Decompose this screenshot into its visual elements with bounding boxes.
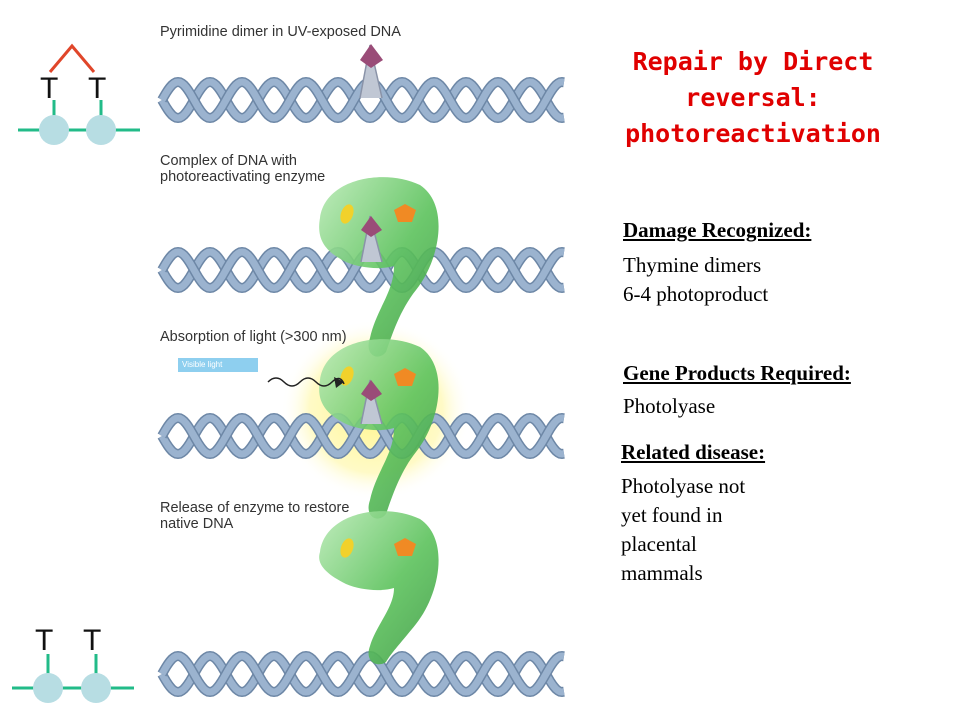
disease-line: Photolyase not <box>621 474 746 498</box>
panel-2-label: Complex of DNA with photoreactivating en… <box>160 153 326 185</box>
title-line-1: Repair by Direct <box>632 47 874 76</box>
gene-products-heading: Gene Products Required: <box>623 361 851 385</box>
pyrimidine-dimer-2 <box>360 215 383 263</box>
dna-helix-2 <box>157 246 565 294</box>
panel-4-label: Release of enzyme to restore native DNA <box>160 500 350 532</box>
panel-1-label: Pyrimidine dimer in UV-exposed DNA <box>160 24 401 40</box>
dimer-bond <box>48 43 96 73</box>
sugar-node <box>39 115 69 145</box>
photolyase-enzyme-3 <box>319 339 439 519</box>
visible-light-label: Visible light <box>178 358 258 372</box>
dna-strand <box>158 652 565 696</box>
sugar-node <box>33 673 63 703</box>
disease-text: Photolyase not yet found in placental ma… <box>621 472 745 588</box>
panel-3-label: Absorption of light (>300 nm) <box>160 329 347 345</box>
thymine-dimer-diagram-top: T T <box>18 43 140 145</box>
slide-title: Repair by Direct reversal: photoreactiva… <box>600 44 906 152</box>
sugar-node <box>81 673 111 703</box>
thymine-pair-diagram-bottom: T T <box>12 624 134 703</box>
disease-line: mammals <box>621 561 703 585</box>
arrow-head <box>334 377 344 388</box>
dna-strand <box>158 414 565 458</box>
pyrimidine-dimer-3 <box>360 379 383 425</box>
disease-heading: Related disease: <box>621 440 766 464</box>
damage-heading: Damage Recognized: <box>623 218 812 242</box>
title-line-2: reversal: <box>685 83 821 112</box>
thymine-label-1: T <box>35 624 53 657</box>
gene-product-item: Photolyase <box>623 394 716 418</box>
pyrimidine-dimer-1 <box>359 44 383 99</box>
sugar-node <box>86 115 116 145</box>
gene-products-list: Photolyase <box>623 392 715 421</box>
thymine-label-1: T <box>40 72 58 105</box>
damage-item: Thymine dimers <box>623 253 762 277</box>
damage-list: Thymine dimers 6-4 photoproduct <box>623 251 768 309</box>
photolyase-enzyme-2 <box>319 177 439 357</box>
photolyase-enzyme-4 <box>319 511 439 665</box>
dna-strand <box>158 248 565 292</box>
thymine-label-2: T <box>88 72 106 105</box>
damage-item: 6-4 photoproduct <box>623 282 769 306</box>
photoreactivation-illustration <box>157 44 565 698</box>
title-line-3: photoreactivation <box>625 119 881 148</box>
light-wave-arrow <box>267 377 345 387</box>
disease-line: yet found in <box>621 503 723 527</box>
disease-line: placental <box>621 532 697 556</box>
dna-strand <box>158 78 565 122</box>
dna-strand <box>158 652 565 696</box>
thymine-label-2: T <box>83 624 101 657</box>
dna-helix-4 <box>157 650 565 698</box>
